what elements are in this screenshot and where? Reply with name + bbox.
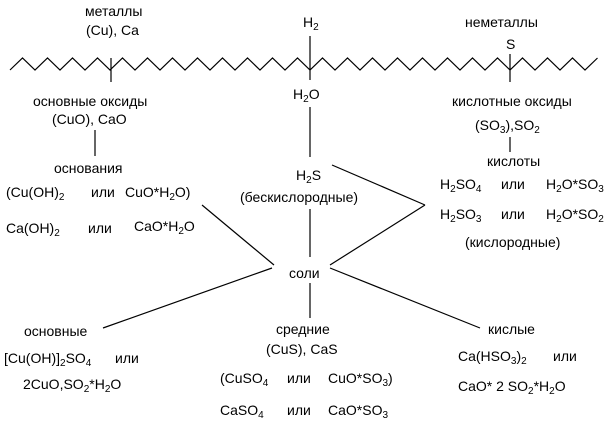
h2s-note: (бескислородные) bbox=[240, 189, 359, 205]
bases-title: основания bbox=[54, 160, 123, 176]
hydrogen-label: H2 bbox=[303, 14, 319, 33]
acids-row2-or: или bbox=[501, 206, 525, 222]
acids-row1-or: или bbox=[501, 176, 525, 192]
acids-to-salts-line bbox=[329, 204, 426, 266]
medium-salts-row1-or: или bbox=[287, 370, 311, 386]
medium-salts-row2-formula: CaSO4 bbox=[220, 402, 264, 421]
acidic-salts-row1-or: или bbox=[553, 348, 577, 364]
bases-to-salts-line bbox=[201, 204, 275, 266]
bases-row1-formula: (Cu(OH)2 bbox=[6, 184, 65, 203]
acidic-salts-title: кислые bbox=[488, 321, 535, 337]
medium-salts-row1-formula: (CuSO4 bbox=[220, 370, 269, 389]
acids-h2s-link-line bbox=[331, 164, 426, 206]
sulfur-label: S bbox=[506, 36, 516, 52]
bases-row2-formula: Ca(OH)2 bbox=[6, 220, 60, 239]
bases-row1-alt: CuO*H2O) bbox=[125, 184, 191, 203]
medium-salts-row1-alt: CuO*SO3) bbox=[328, 370, 393, 389]
medium-salts-examples: (CuS), CaS bbox=[266, 341, 338, 357]
bases-row2-alt: CaO*H2O bbox=[134, 218, 195, 237]
nonmetals-title: неметаллы bbox=[465, 14, 538, 30]
acids-note: (кислородные) bbox=[465, 234, 561, 250]
acidic-salts-row2: CaO* 2 SO2*H2O bbox=[458, 378, 566, 397]
acids-row1-formula: H2SO4 bbox=[440, 176, 482, 195]
water-label: H2O bbox=[293, 86, 320, 105]
acidic-salts-row1-formula: Ca(HSO3)2 bbox=[458, 348, 527, 367]
medium-salts-row2-or: или bbox=[287, 402, 311, 418]
bases-row1-or: или bbox=[91, 184, 115, 200]
salts-title: соли bbox=[289, 265, 320, 281]
basic-oxides-examples: (CuO), CaO bbox=[52, 111, 127, 127]
h2s-formula: H2S bbox=[296, 167, 322, 186]
medium-salts-row2-alt: CaO*SO3 bbox=[328, 402, 389, 421]
acids-row1-alt: H2O*SO3 bbox=[546, 176, 604, 195]
medium-salts-title: средние bbox=[276, 321, 330, 337]
metals-examples: (Cu), Ca bbox=[86, 22, 139, 38]
basic-oxides-title: основные оксиды bbox=[33, 93, 148, 109]
acids-row2-alt: H2O*SO2 bbox=[546, 206, 604, 225]
acids-title: кислоты bbox=[487, 153, 541, 169]
basic-salts-row2: 2CuO,SO2*H2O bbox=[23, 376, 122, 395]
salts-to-acidic-salts-line bbox=[329, 267, 481, 329]
acidic-oxides-title: кислотные оксиды bbox=[452, 93, 572, 109]
acidic-oxides-examples: (SO3),SO2 bbox=[475, 117, 540, 136]
metals-title: металлы bbox=[85, 3, 143, 19]
acids-row2-formula: H2SO3 bbox=[440, 206, 482, 225]
basic-salts-row1: [Cu(OH)]2SO4 bbox=[4, 350, 92, 369]
salts-to-basic-salts-line bbox=[102, 267, 273, 329]
basic-salts-row1-or: или bbox=[115, 350, 139, 366]
basic-salts-title: основные bbox=[24, 323, 88, 339]
bases-row2-or: или bbox=[88, 220, 112, 236]
element-chain-line bbox=[9, 57, 598, 71]
